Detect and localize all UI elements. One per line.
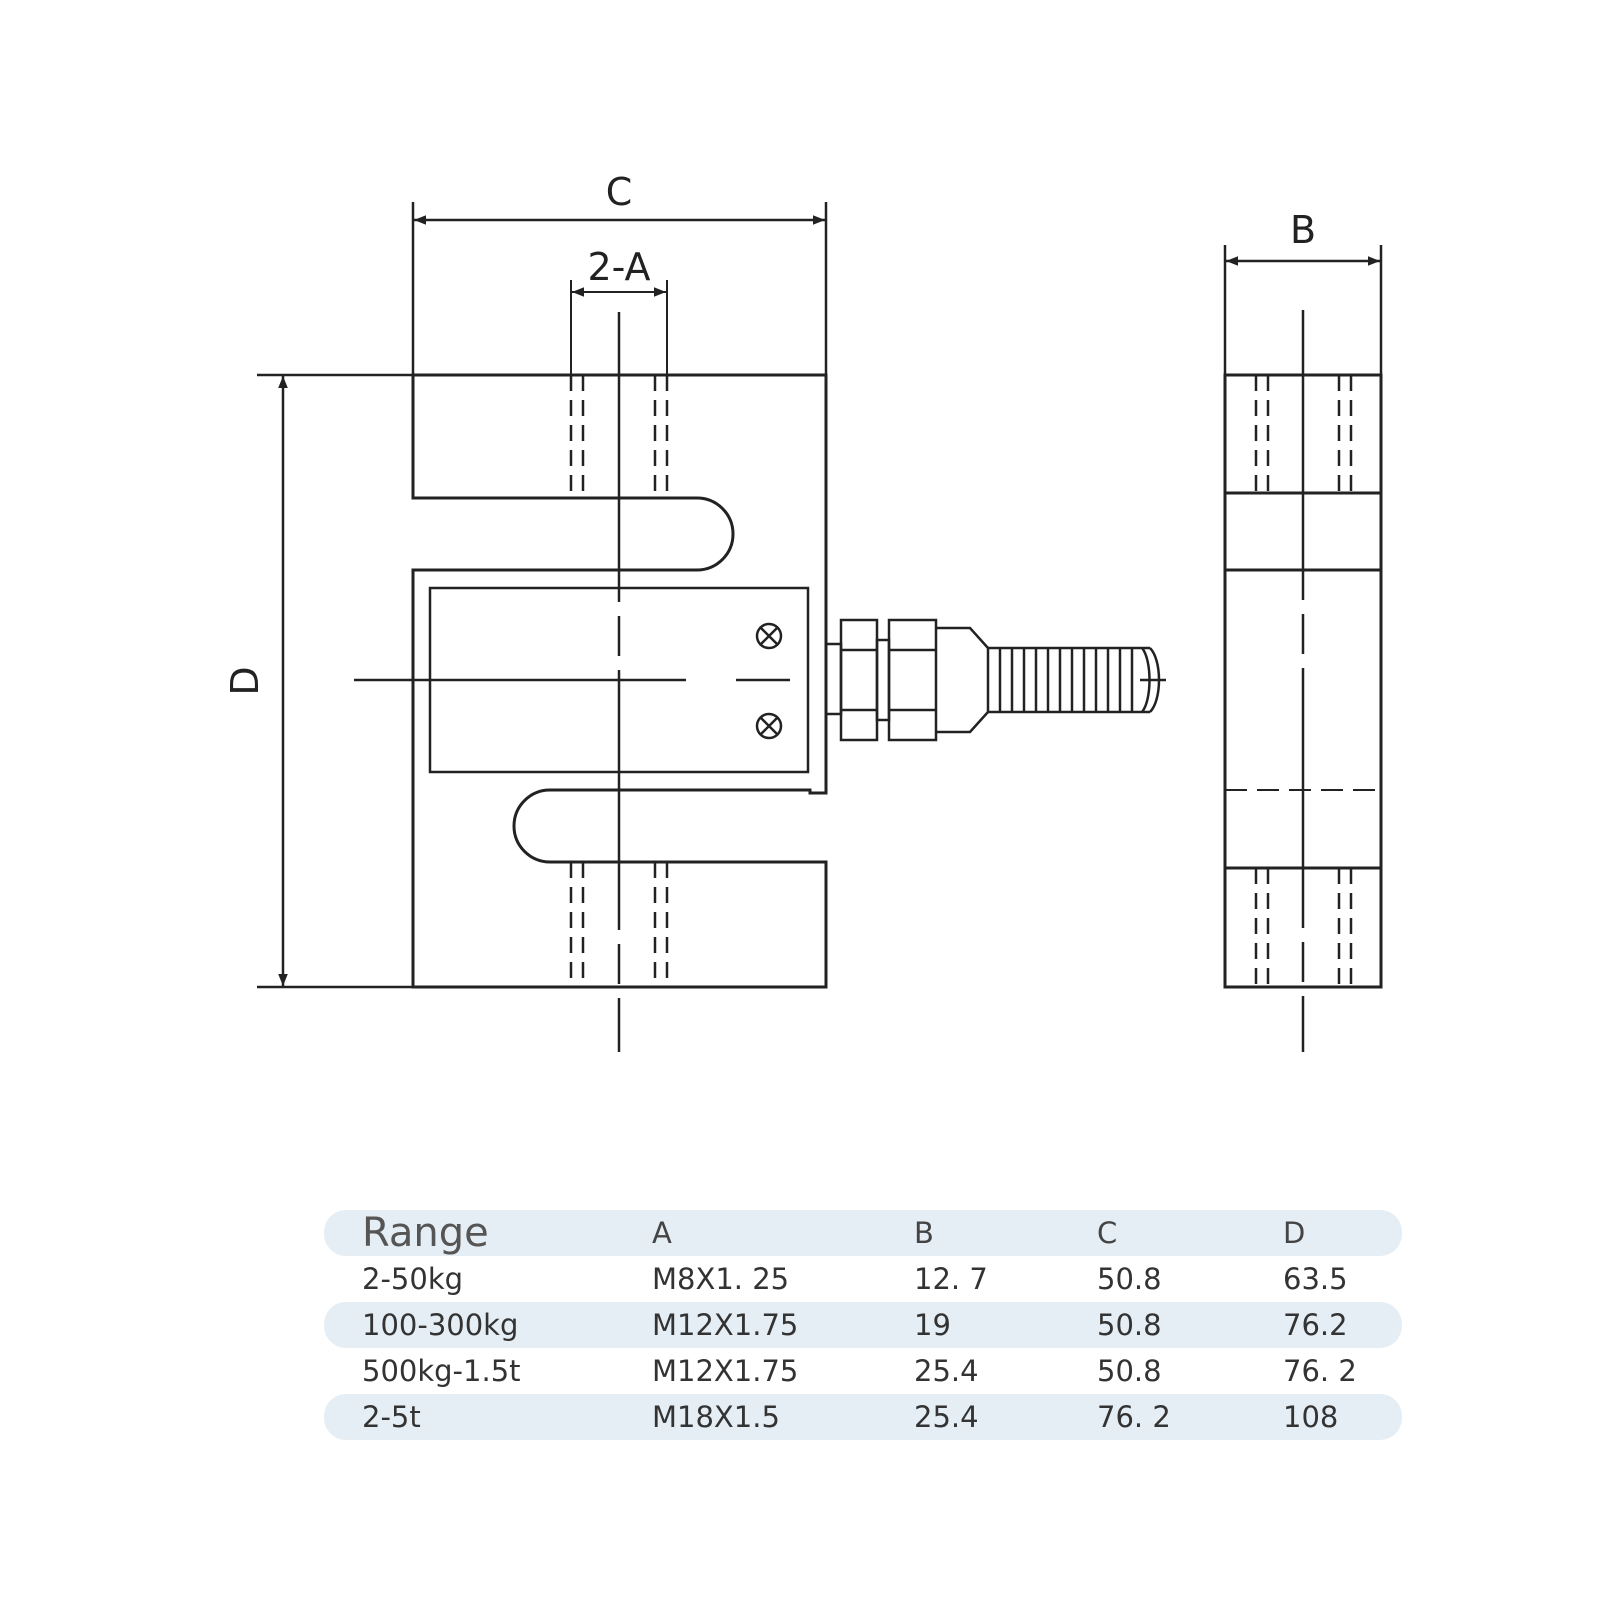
cell-b: 25.4 — [876, 1394, 1059, 1440]
header-range: Range — [324, 1210, 614, 1256]
header-c: C — [1059, 1210, 1245, 1256]
cell-range: 2-5t — [324, 1394, 614, 1440]
cell-d: 76. 2 — [1283, 1354, 1357, 1388]
cell-c: 50.8 — [1097, 1262, 1162, 1296]
dimension-d — [257, 373, 413, 989]
cell-b: 12. 7 — [914, 1262, 988, 1296]
s-body-outline — [411, 373, 828, 989]
cell-range: 2-50kg — [362, 1262, 464, 1296]
table-row: 100-300kg M12X1.75 19 50.8 76.2 — [324, 1302, 1402, 1348]
table-header-row: Range A B C D — [324, 1210, 1402, 1256]
header-a: A — [614, 1210, 876, 1256]
cell-c: 50.8 — [1097, 1354, 1162, 1388]
cell-a: M12X1.75 — [652, 1354, 799, 1388]
table-row: 500kg-1.5t M12X1.75 25.4 50.8 76. 2 — [324, 1348, 1402, 1394]
cell-range: 100-300kg — [324, 1302, 614, 1348]
front-view — [354, 312, 828, 1052]
label-c: C — [606, 170, 633, 214]
cell-d: 108 — [1245, 1394, 1402, 1440]
cell-b: 25.4 — [914, 1354, 979, 1388]
dimension-b — [1223, 245, 1383, 375]
table-row: 2-50kg M8X1. 25 12. 7 50.8 63.5 — [324, 1256, 1402, 1302]
cell-range: 500kg-1.5t — [362, 1354, 521, 1388]
screw-top — [755, 622, 783, 650]
screw-bottom — [755, 712, 783, 740]
header-b: B — [876, 1210, 1059, 1256]
dimension-c — [411, 202, 828, 375]
dimension-2a — [570, 280, 668, 375]
cell-b: 19 — [876, 1302, 1059, 1348]
side-view — [1223, 310, 1383, 1052]
cell-c: 50.8 — [1059, 1302, 1245, 1348]
cable — [988, 646, 1166, 714]
threaded-hole-top — [569, 375, 669, 498]
spec-table: Range A B C D 2-50kg M8X1. 25 12. 7 50.8… — [324, 1210, 1402, 1440]
label-b: B — [1290, 208, 1316, 252]
cable-gland — [824, 618, 990, 742]
label-2a: 2-A — [587, 245, 650, 289]
header-d: D — [1245, 1210, 1402, 1256]
table-row: 2-5t M18X1.5 25.4 76. 2 108 — [324, 1394, 1402, 1440]
side-hidden-holes — [1254, 375, 1353, 987]
cell-a: M8X1. 25 — [652, 1262, 790, 1296]
cell-a: M18X1.5 — [614, 1394, 876, 1440]
cell-a: M12X1.75 — [614, 1302, 876, 1348]
threaded-hole-bottom — [569, 862, 669, 987]
cell-c: 76. 2 — [1059, 1394, 1245, 1440]
label-d: D — [223, 666, 267, 695]
cell-d: 76.2 — [1245, 1302, 1402, 1348]
cell-d: 63.5 — [1283, 1262, 1348, 1296]
